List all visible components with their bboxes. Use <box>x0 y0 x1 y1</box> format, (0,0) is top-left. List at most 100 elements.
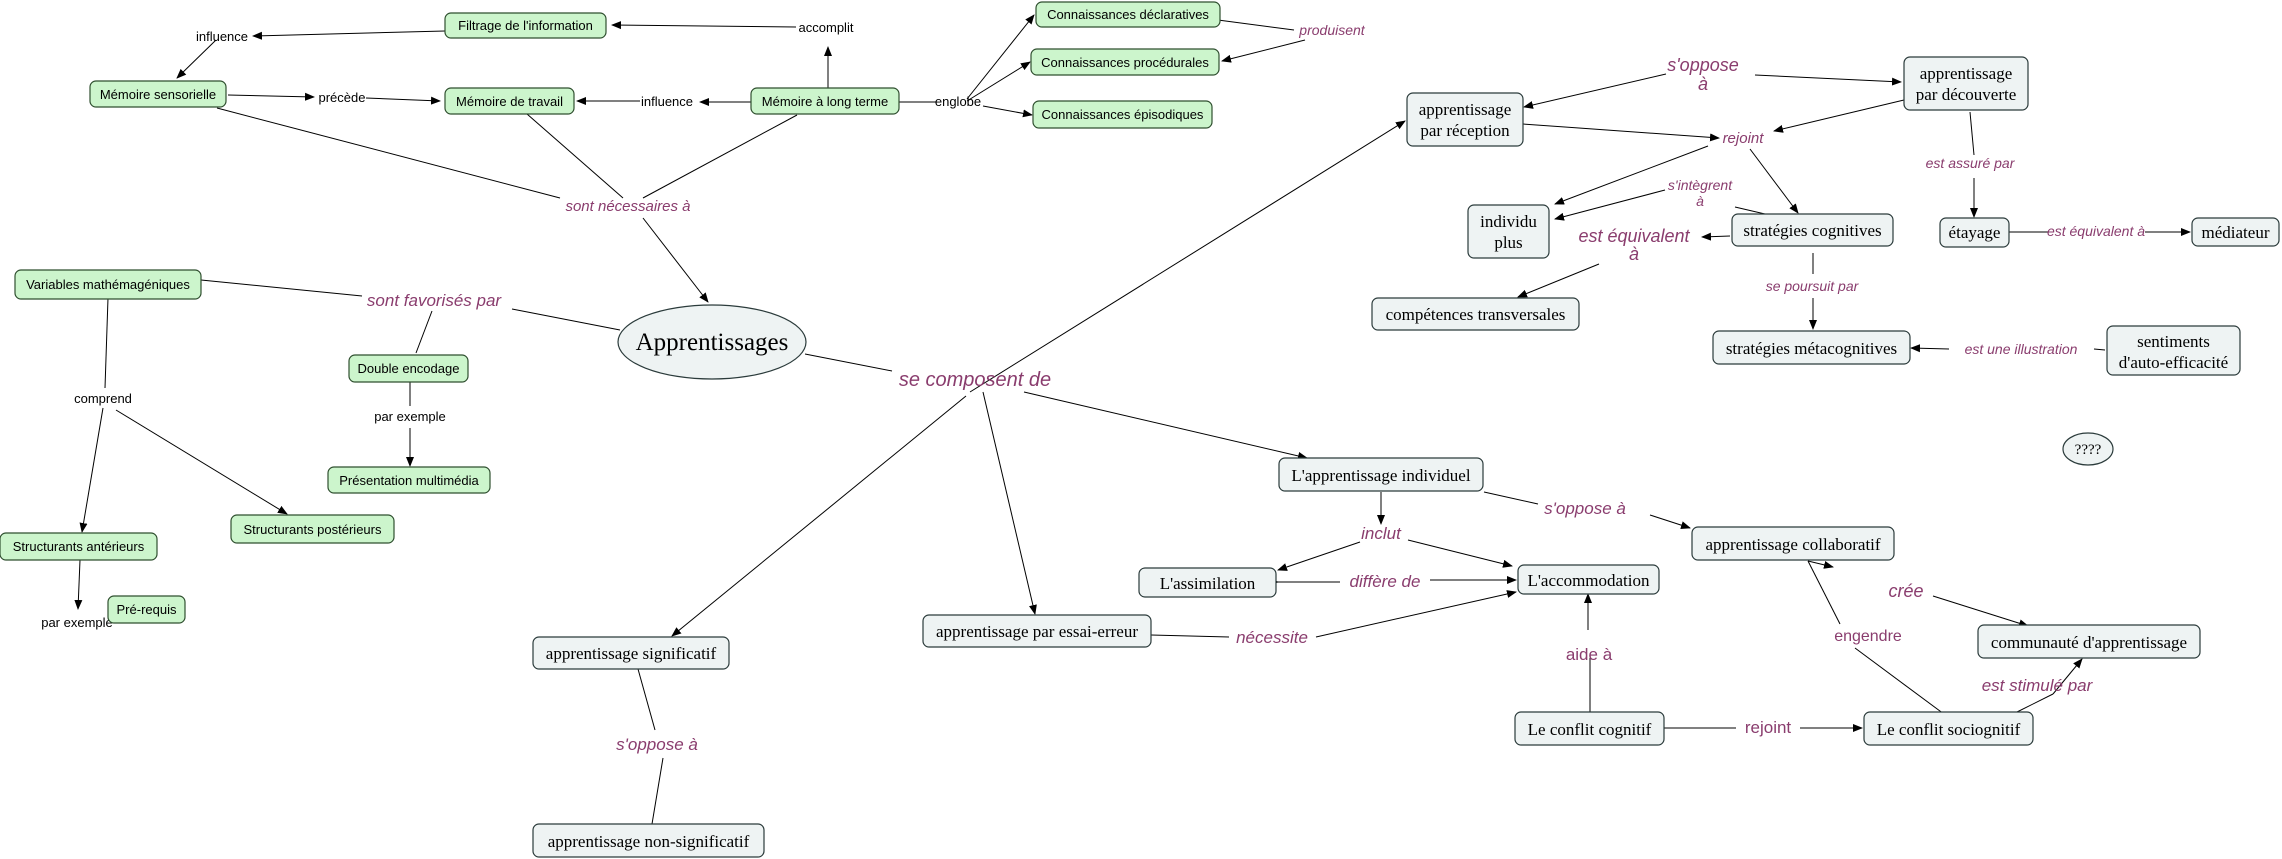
link-est-illustration: est une illustration <box>1965 341 2078 357</box>
svg-text:Connaissances épisodiques: Connaissances épisodiques <box>1042 107 1204 122</box>
link-influence-2: influence <box>641 94 693 109</box>
link-produisent: produisent <box>1298 22 1365 38</box>
svg-text:apprentissage significatif: apprentissage significatif <box>546 644 717 663</box>
node-app-individuel[interactable]: L'apprentissage individuel <box>1278 457 1484 492</box>
node-apprentissages[interactable]: Apprentissages <box>617 304 807 380</box>
node-memoire-travail[interactable]: Mémoire de travail <box>444 87 575 115</box>
svg-text:L'apprentissage individuel: L'apprentissage individuel <box>1291 466 1470 485</box>
node-double-encodage[interactable]: Double encodage <box>348 354 469 383</box>
svg-text:Connaissances procédurales: Connaissances procédurales <box>1041 55 1209 70</box>
svg-text:Pré-requis: Pré-requis <box>117 602 177 617</box>
node-app-essai[interactable]: apprentissage par essai-erreur <box>922 614 1152 648</box>
node-strat-cognitives[interactable]: stratégies cognitives <box>1731 213 1894 247</box>
svg-text:compétences transversales: compétences transversales <box>1386 305 1566 324</box>
link-accomplit: accomplit <box>799 20 854 35</box>
svg-text:étayage: étayage <box>1949 223 2001 242</box>
node-prerequis[interactable]: Pré-requis <box>107 595 186 624</box>
node-conn-procedurales[interactable]: Connaissances procédurales <box>1030 48 1220 76</box>
link-differe: diffère de <box>1350 572 1421 591</box>
node-struct-anterieurs[interactable]: Structurants antérieurs <box>0 532 158 561</box>
node-conflit-sociocognitif[interactable]: Le conflit sociognitif <box>1863 711 2034 746</box>
link-labels: influence accomplit précède influence en… <box>41 20 2145 754</box>
svg-text:Variables mathémagéniques: Variables mathémagéniques <box>26 277 190 292</box>
svg-text:Le conflit cognitif: Le conflit cognitif <box>1528 720 1652 739</box>
node-assimilation[interactable]: L'assimilation <box>1138 567 1277 598</box>
node-app-significatif[interactable]: apprentissage significatif <box>532 636 730 670</box>
svg-text:médiateur: médiateur <box>2202 223 2270 242</box>
link-est-assure: est assuré par <box>1926 155 2016 171</box>
link-s-integrent-a: s'intègrent <box>1668 177 1733 193</box>
link-precede: précède <box>319 90 366 105</box>
node-struct-posterieurs[interactable]: Structurants postérieurs <box>230 514 395 544</box>
node-accommodation[interactable]: L'accommodation <box>1517 564 1660 595</box>
node-memoire-long-terme[interactable]: Mémoire à long terme <box>750 87 900 115</box>
svg-text:Le conflit sociognitif: Le conflit sociognitif <box>1877 720 2021 739</box>
node-app-non-significatif[interactable]: apprentissage non-significatif <box>532 823 765 858</box>
link-inclut: inclut <box>1361 524 1402 543</box>
link-est-stimule: est stimulé par <box>1982 676 2094 695</box>
link-cree: crée <box>1888 581 1923 601</box>
node-presentation[interactable]: Présentation multimédia <box>327 466 491 494</box>
svg-text:Apprentissages: Apprentissages <box>636 329 789 356</box>
node-conn-episodiques[interactable]: Connaissances épisodiques <box>1032 100 1213 129</box>
svg-text:stratégies métacognitives: stratégies métacognitives <box>1726 339 1897 358</box>
node-app-decouverte[interactable]: apprentissage par découverte <box>1903 56 2029 111</box>
node-filtrage[interactable]: Filtrage de l'information <box>444 12 607 39</box>
svg-text:L'assimilation: L'assimilation <box>1160 574 1256 593</box>
link-s-integrent-b: à <box>1696 193 1704 209</box>
svg-text:Mémoire à long terme: Mémoire à long terme <box>762 94 888 109</box>
svg-text:plus: plus <box>1494 233 1522 252</box>
node-communaute[interactable]: communauté d'apprentissage <box>1977 624 2201 659</box>
svg-text:communauté d'apprentissage: communauté d'apprentissage <box>1991 633 2187 652</box>
svg-text:par réception: par réception <box>1420 121 1510 140</box>
link-est-equivalent-1b: à <box>1629 244 1639 264</box>
node-sentiments[interactable]: sentiments d'auto-efficacité <box>2106 325 2241 376</box>
link-s-oppose-3: s'oppose à <box>616 735 698 754</box>
svg-text:Structurants antérieurs: Structurants antérieurs <box>13 539 145 554</box>
svg-text:apprentissage par essai-erreur: apprentissage par essai-erreur <box>936 622 1138 641</box>
node-conn-declaratives[interactable]: Connaissances déclaratives <box>1035 1 1221 28</box>
link-sont-necessaires: sont nécessaires à <box>565 198 690 215</box>
svg-text:d'auto-efficacité: d'auto-efficacité <box>2119 353 2228 372</box>
svg-text:Connaissances déclaratives: Connaissances déclaratives <box>1047 7 1209 22</box>
edges <box>74 14 2191 825</box>
link-s-oppose-2: s'oppose à <box>1544 499 1626 518</box>
svg-text:Présentation multimédia: Présentation multimédia <box>339 473 479 488</box>
link-par-exemple-2: par exemple <box>41 615 113 630</box>
link-comprend: comprend <box>74 391 132 406</box>
node-question[interactable]: ???? <box>2062 432 2114 466</box>
link-influence-1: influence <box>196 29 248 44</box>
svg-text:stratégies cognitives: stratégies cognitives <box>1743 221 1881 240</box>
node-variables[interactable]: Variables mathémagéniques <box>14 269 202 300</box>
link-necessite: nécessite <box>1236 628 1308 647</box>
svg-text:apprentissage collaboratif: apprentissage collaboratif <box>1705 535 1880 554</box>
link-par-exemple-1: par exemple <box>374 409 446 424</box>
node-mediateur[interactable]: médiateur <box>2191 217 2280 247</box>
svg-text:sentiments: sentiments <box>2137 332 2210 351</box>
svg-text:Filtrage de l'information: Filtrage de l'information <box>458 18 593 33</box>
node-strat-metacognitives[interactable]: stratégies métacognitives <box>1712 330 1911 365</box>
svg-text:????: ???? <box>2075 442 2102 458</box>
link-s-oppose-1a: s'oppose <box>1667 55 1739 75</box>
node-app-collaboratif[interactable]: apprentissage collaboratif <box>1691 526 1895 561</box>
link-sont-favorises: sont favorisés par <box>367 291 503 310</box>
link-se-poursuit: se poursuit par <box>1766 278 1860 294</box>
link-se-composent: se composent de <box>899 369 1051 391</box>
link-engendre: engendre <box>1834 628 1902 645</box>
link-est-equivalent-1a: est équivalent <box>1578 226 1690 246</box>
svg-text:Mémoire de travail: Mémoire de travail <box>456 94 563 109</box>
link-est-equivalent-2: est équivalent à <box>2047 223 2145 239</box>
svg-text:Mémoire sensorielle: Mémoire sensorielle <box>100 87 216 102</box>
node-memoire-sensorielle[interactable]: Mémoire sensorielle <box>89 80 227 108</box>
node-individu[interactable]: individu plus <box>1467 204 1550 259</box>
node-etayage[interactable]: étayage <box>1939 217 2010 248</box>
node-app-reception[interactable]: apprentissage par réception <box>1406 92 1524 147</box>
node-conflit-cognitif[interactable]: Le conflit cognitif <box>1514 711 1665 746</box>
link-aide-a: aide à <box>1566 645 1613 664</box>
link-rejoint-1: rejoint <box>1723 130 1765 147</box>
node-competences[interactable]: compétences transversales <box>1371 297 1580 331</box>
link-englobe: englobe <box>935 94 981 109</box>
svg-text:par découverte: par découverte <box>1916 85 2017 104</box>
